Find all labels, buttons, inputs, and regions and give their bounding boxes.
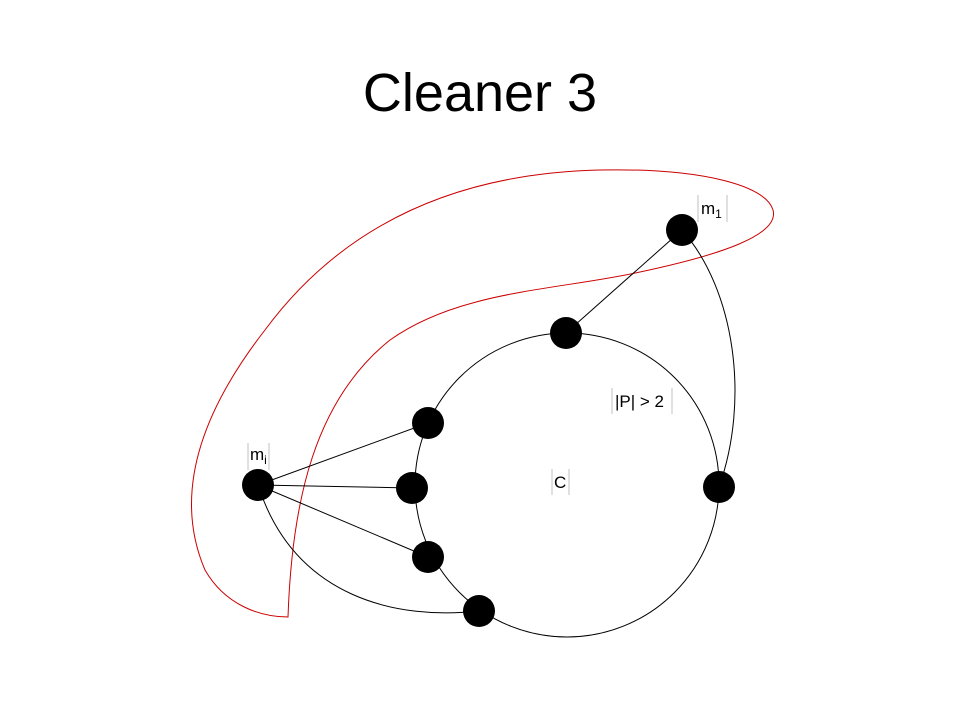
node-cycle-right <box>703 471 735 503</box>
label-path-condition: |P| > 2 <box>615 392 664 411</box>
node-cycle-upper-left <box>412 407 444 439</box>
edge-mi-lower <box>257 484 429 558</box>
node-cycle-lower-left <box>412 541 444 573</box>
edge-mi-upper <box>257 422 429 486</box>
label-cycle-c: C <box>554 473 566 492</box>
node-mi <box>242 469 274 501</box>
node-m1 <box>666 214 698 246</box>
node-cycle-top <box>550 317 582 349</box>
slide-title: Cleaner 3 <box>362 63 598 123</box>
cleaner-region-outline <box>191 169 774 618</box>
label-m1: m1 <box>701 199 722 221</box>
label-mi: mi <box>250 445 267 467</box>
edge-mi-middle <box>257 484 413 489</box>
cycle-c <box>414 332 720 638</box>
node-cycle-left <box>396 472 428 504</box>
path-p <box>681 229 736 488</box>
node-cycle-bottom <box>463 595 495 627</box>
edge-m1-top <box>565 229 683 334</box>
edge-mi-bottom <box>257 484 480 614</box>
